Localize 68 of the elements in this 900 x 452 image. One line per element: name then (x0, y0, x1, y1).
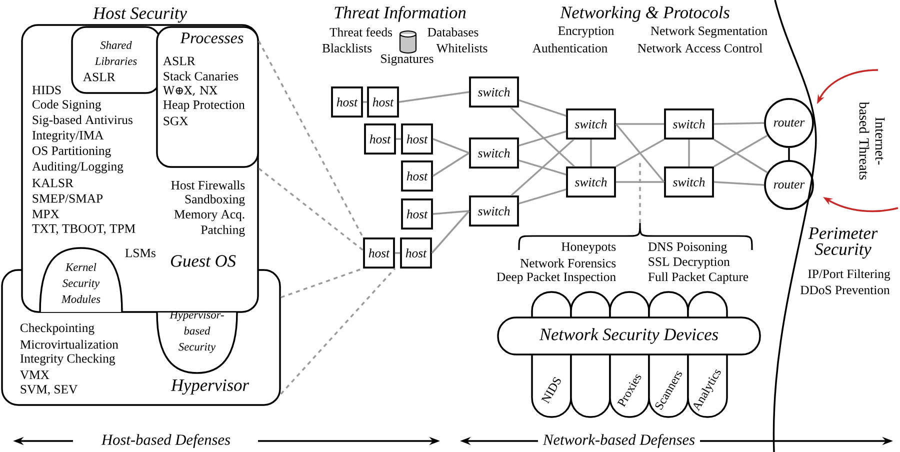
feature-label: Network Segmentation (650, 26, 768, 38)
feature-label: Signatures (381, 54, 434, 66)
network-link (714, 122, 764, 125)
host-box: host (363, 238, 395, 268)
network-link (615, 123, 665, 183)
host-box: host (331, 86, 363, 118)
network-link (398, 91, 470, 103)
switch-box: switch (566, 108, 616, 140)
switch-box: switch (664, 108, 714, 140)
host-box: host (367, 86, 399, 118)
host-box: host (400, 238, 432, 268)
feature-label: Blacklists (322, 44, 372, 52)
network-link (518, 130, 566, 146)
section-heading: Threat Information (334, 6, 466, 22)
section-heading: Networking & Protocols (560, 6, 730, 22)
feature-label: LSMs (125, 248, 156, 258)
network-link (396, 138, 402, 140)
feature-label: Internet-based Threats (859, 102, 885, 180)
section-heading: Network-based Defenses (542, 434, 695, 448)
network-link (432, 210, 470, 215)
switch-box: switch (664, 166, 714, 198)
feature-label: Network Access Control (638, 44, 762, 52)
feature-label: Whitelists (436, 44, 488, 52)
feature-label: IP/Port Filtering (808, 269, 890, 281)
network-link (616, 123, 664, 125)
feature-label: Databases (428, 28, 478, 36)
network-link (510, 106, 575, 168)
feature-label: Encryption (558, 26, 614, 38)
network-link (590, 139, 592, 167)
network-link (788, 148, 790, 160)
network-link (362, 101, 368, 103)
section-heading: Perimeter Security (808, 227, 878, 259)
network-link (616, 181, 664, 183)
zoom-line (258, 40, 364, 238)
zoom-line (280, 268, 364, 298)
section-heading: Host Security (92, 7, 187, 23)
hypervisor-security-dome: Hypervisor-based Security (156, 311, 238, 374)
host-box: host (401, 160, 433, 192)
network-link (394, 252, 400, 254)
network-link (432, 152, 470, 177)
network-link (431, 210, 470, 254)
shared-libraries-box: Shared Libraries ASLR (71, 26, 161, 94)
network-link (616, 138, 664, 168)
switch-box: switch (469, 138, 519, 168)
switch-box: switch (566, 166, 616, 198)
network-link (518, 160, 566, 176)
feature-label: Authentication (532, 44, 608, 52)
zoom-line (280, 268, 396, 395)
network-link (714, 134, 768, 168)
host-box: host (364, 124, 396, 154)
feature-label: Threat feeds (330, 27, 392, 37)
host-box: host (401, 124, 433, 154)
network-link (518, 99, 566, 117)
kernel-modules-dome: Kernel Security Modules (39, 247, 123, 313)
network-link (432, 138, 470, 154)
switch-box: switch (469, 76, 519, 108)
network-link (688, 139, 690, 167)
network-link (714, 181, 764, 186)
network-link (510, 138, 574, 196)
host-box: host (401, 198, 433, 230)
network-link (713, 138, 768, 174)
section-heading: Host-based Defenses (101, 434, 230, 448)
network-link (518, 188, 566, 204)
switch-box: switch (469, 196, 519, 226)
processes-box: Processes ASLR Stack Canaries W⊕X, NX Heap Protection SGX (156, 26, 259, 168)
leader-line (639, 163, 641, 223)
zoom-line (258, 168, 364, 251)
feature-label: DDoS Prevention (800, 286, 890, 294)
